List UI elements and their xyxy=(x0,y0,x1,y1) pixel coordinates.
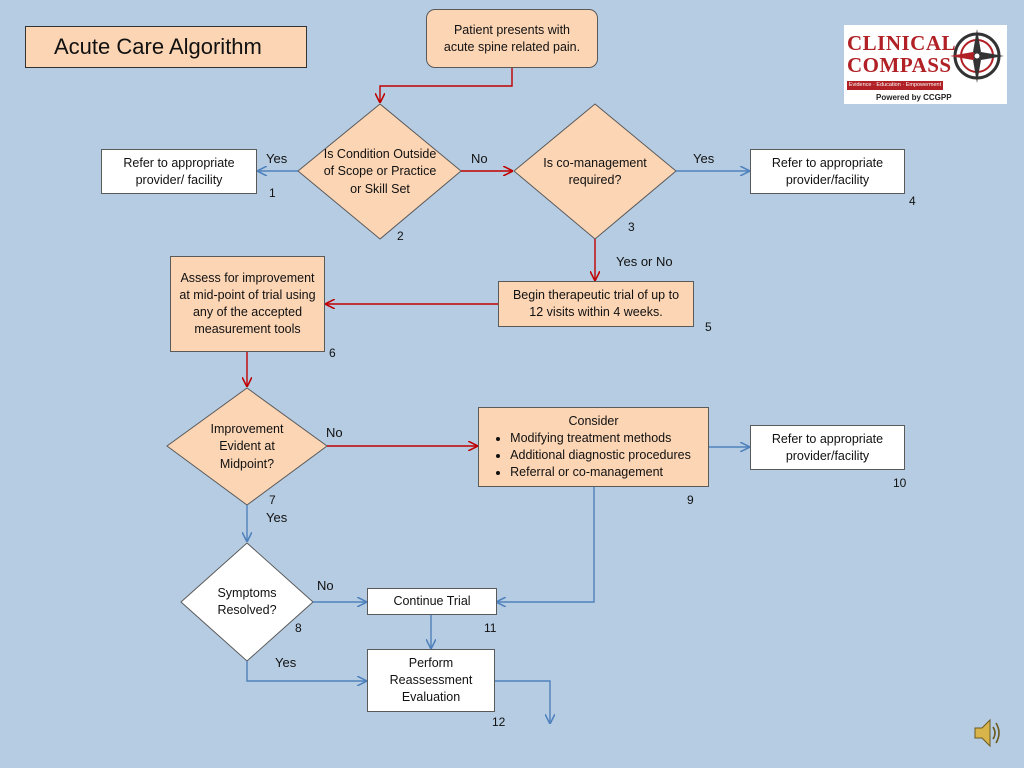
node-assess: Assess for improvement at mid-point of t… xyxy=(170,256,325,352)
step-number-7: 7 xyxy=(269,493,276,507)
diamond-scope-text: Is Condition Outside of Scope or Practic… xyxy=(323,146,437,196)
step-number-3: 3 xyxy=(628,220,635,234)
consider-item: Additional diagnostic procedures xyxy=(510,447,691,464)
step-number-4: 4 xyxy=(909,194,916,208)
edge-label-improvement-yes: Yes xyxy=(266,510,288,525)
node-reassessment: Perform Reassessment Evaluation xyxy=(367,649,495,712)
diamond-improvement-text: Improvement Evident at Midpoint? xyxy=(210,421,284,471)
compass-icon xyxy=(950,29,1004,83)
node-refer-4: Refer to appropriate provider/facility xyxy=(750,149,905,194)
step-number-9: 9 xyxy=(687,493,694,507)
step-number-12: 12 xyxy=(492,715,506,729)
edge-label-symptoms-yes: Yes xyxy=(275,655,297,670)
logo-line-1: CLINICAL xyxy=(847,31,957,55)
arrow-start-to-scope xyxy=(380,68,513,102)
node-consider: Consider Modifying treatment methods Add… xyxy=(478,407,709,487)
edge-label-scope-yes: Yes xyxy=(266,151,288,166)
step-number-2: 2 xyxy=(397,229,404,243)
node-continue-trial: Continue Trial xyxy=(367,588,497,615)
step-number-8: 8 xyxy=(295,621,302,635)
consider-heading: Consider xyxy=(568,414,619,428)
logo-line-2: COMPASS xyxy=(847,53,952,77)
edge-label-comanage-either: Yes or No xyxy=(616,254,673,269)
arrow-symptoms-yes xyxy=(246,661,366,681)
node-begin-trial: Begin therapeutic trial of up to 12 visi… xyxy=(498,281,694,327)
edge-label-comanage-yes: Yes xyxy=(693,151,715,166)
logo-powered-by: Powered by CCGPP xyxy=(876,93,952,102)
edge-label-scope-no: No xyxy=(471,151,488,166)
node-refer-1: Refer to appropriate provider/ facility xyxy=(101,149,257,194)
diamond-comanage-text: Is co-management required? xyxy=(543,155,647,188)
logo-tagline: Evidence · Education · Empowerment xyxy=(847,81,943,90)
diamond-scope-check xyxy=(297,103,462,240)
arrow-consider-to-continue xyxy=(497,487,595,602)
node-refer-10: Refer to appropriate provider/facility xyxy=(750,425,905,470)
step-number-6: 6 xyxy=(329,346,336,360)
arrow-reassess-out xyxy=(495,680,550,723)
diamond-symptoms-text: Symptoms Resolved? xyxy=(217,585,277,618)
clinical-compass-logo: CLINICAL COMPASS Evidence · Education · … xyxy=(844,25,1007,104)
step-number-5: 5 xyxy=(705,320,712,334)
node-start: Patient presents with acute spine relate… xyxy=(426,9,598,68)
consider-item: Referral or co-management xyxy=(510,464,691,481)
consider-item: Modifying treatment methods xyxy=(510,430,691,447)
edge-label-symptoms-no: No xyxy=(317,578,334,593)
page-title: Acute Care Algorithm xyxy=(25,26,307,68)
step-number-1: 1 xyxy=(269,186,276,200)
step-number-10: 10 xyxy=(893,476,907,490)
consider-list: Modifying treatment methods Additional d… xyxy=(496,430,691,481)
speaker-icon[interactable] xyxy=(972,716,1002,750)
step-number-11: 11 xyxy=(484,621,497,635)
edge-label-improvement-no: No xyxy=(326,425,343,440)
